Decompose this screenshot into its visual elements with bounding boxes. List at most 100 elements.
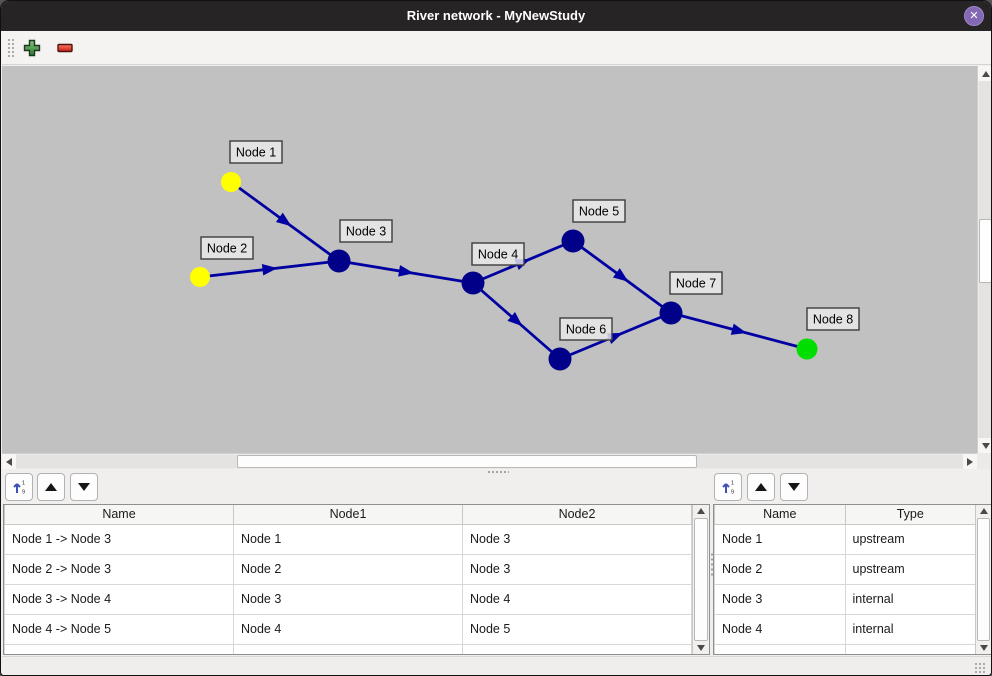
svg-text:9: 9 [22, 490, 25, 496]
table-cell [462, 643, 692, 654]
river-node[interactable] [190, 267, 210, 287]
arrow-down-icon [697, 645, 705, 651]
scroll-right-button[interactable] [963, 454, 977, 469]
arrow-up-icon [697, 508, 705, 514]
arrow-down-icon [78, 483, 90, 491]
close-button[interactable]: ✕ [964, 6, 984, 26]
plus-icon [23, 39, 41, 57]
tables-splitter-grip[interactable] [710, 552, 715, 578]
vertical-scroll-thumb[interactable] [979, 219, 991, 283]
flow-direction-arrow [507, 312, 523, 327]
nodes-table-scrollbar[interactable] [975, 505, 991, 654]
arrow-left-icon [6, 457, 12, 466]
scroll-down-button[interactable] [978, 438, 991, 453]
scroll-up-button[interactable] [693, 505, 709, 517]
table-cell: Node 3 -> Node 4 [4, 583, 234, 615]
window-title: River network - MyNewStudy [406, 8, 586, 23]
river-node[interactable] [221, 172, 241, 192]
table-cell [714, 643, 846, 654]
table-cell: Node 5 [462, 613, 692, 645]
node-label-box[interactable] [200, 236, 254, 260]
table-row[interactable] [4, 643, 692, 654]
table-cell [844, 643, 976, 654]
arrow-up-icon [979, 508, 988, 514]
river-node[interactable] [548, 347, 572, 371]
node-label-box[interactable] [669, 271, 723, 295]
flow-direction-arrow [730, 323, 747, 335]
nodes-sort-button[interactable]: 1 9 [714, 473, 742, 501]
node-label-box[interactable] [339, 219, 393, 243]
table-scroll-thumb[interactable] [694, 518, 708, 641]
add-node-button[interactable] [21, 37, 43, 59]
table-cell [233, 643, 463, 654]
panel-splitter[interactable] [2, 469, 991, 474]
table-cell: internal [844, 583, 976, 615]
links-move-up-button[interactable] [37, 473, 65, 501]
flow-direction-arrow [275, 212, 292, 227]
horizontal-scroll-thumb[interactable] [237, 455, 697, 468]
river-node[interactable] [561, 229, 585, 253]
arrow-down-icon [788, 483, 800, 491]
table-cell: Node 2 [233, 553, 463, 585]
arrow-up-icon [981, 70, 990, 77]
scrollbar-corner [977, 453, 991, 469]
column-header: Node1 [233, 505, 463, 525]
node-label-box[interactable] [229, 140, 283, 164]
links-table-scrollbar[interactable] [692, 505, 709, 654]
river-node[interactable] [659, 301, 683, 325]
river-node[interactable] [461, 271, 485, 295]
splitter-grip-icon [487, 470, 509, 474]
toolbar-drag-handle[interactable] [7, 38, 15, 59]
links-move-down-button[interactable] [70, 473, 98, 501]
table-cell [4, 643, 234, 654]
canvas-horizontal-scrollbar[interactable] [2, 453, 977, 469]
table-cell: Node 1 [233, 523, 463, 555]
node-label-box[interactable] [572, 199, 626, 223]
nodes-move-up-button[interactable] [747, 473, 775, 501]
remove-node-button[interactable] [54, 37, 76, 59]
node-label-box[interactable] [806, 307, 860, 331]
scroll-up-button[interactable] [978, 66, 991, 81]
scroll-down-button[interactable] [976, 642, 991, 654]
flow-direction-arrow [612, 268, 629, 282]
nodes-move-down-button[interactable] [780, 473, 808, 501]
close-icon: ✕ [969, 10, 979, 22]
scroll-left-button[interactable] [2, 454, 16, 469]
table-cell: upstream [844, 553, 976, 585]
titlebar[interactable]: River network - MyNewStudy ✕ [1, 1, 991, 31]
table-cell: Node 3 [462, 523, 692, 555]
river-node[interactable] [796, 338, 818, 360]
svg-text:1: 1 [731, 481, 734, 487]
links-sort-button[interactable]: 1 9 [5, 473, 33, 501]
scroll-up-button[interactable] [976, 505, 991, 517]
node-label: Node 8 [813, 313, 853, 327]
canvas-vertical-scrollbar[interactable] [977, 66, 991, 453]
node-label-box[interactable] [471, 242, 525, 266]
flow-direction-arrow [398, 265, 414, 277]
table-row[interactable] [714, 643, 976, 654]
scroll-down-button[interactable] [693, 642, 709, 654]
node-label-box[interactable] [559, 317, 613, 341]
main-toolbar [2, 31, 991, 65]
arrow-down-icon [979, 645, 988, 651]
arrow-up-icon [755, 483, 767, 491]
river-node[interactable] [327, 249, 351, 273]
svg-text:9: 9 [731, 490, 734, 496]
table-scroll-thumb[interactable] [977, 518, 990, 641]
table-cell: Node 1 -> Node 3 [4, 523, 234, 555]
resize-grip-icon[interactable] [974, 662, 986, 673]
